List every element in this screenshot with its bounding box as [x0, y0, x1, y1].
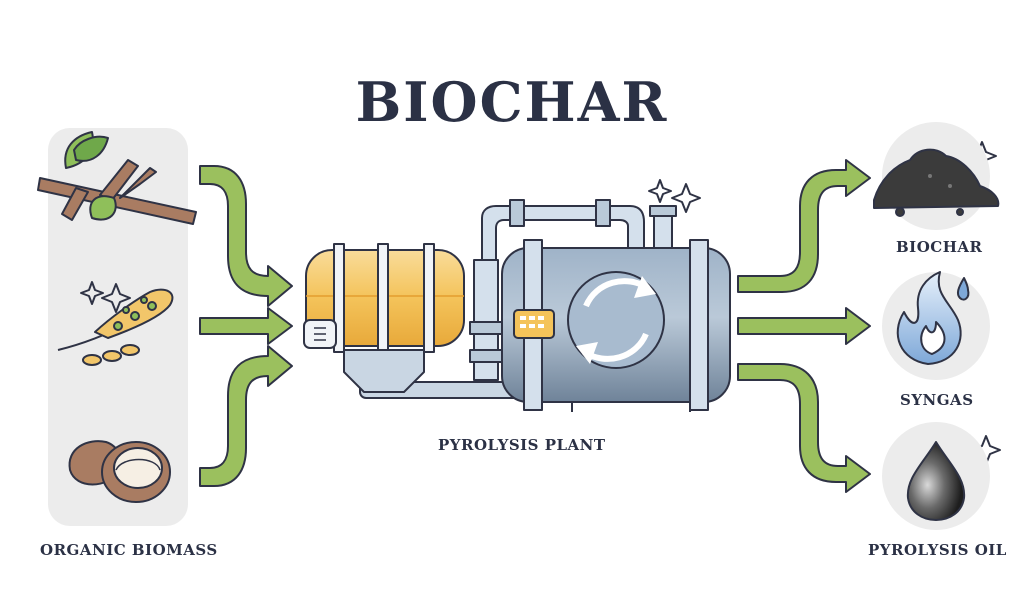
flame-icon	[896, 271, 970, 365]
input-arrow-top	[199, 165, 293, 307]
syngas-output-label: SYNGAS	[900, 391, 974, 409]
pyrolysis-plant-illustration	[303, 199, 731, 412]
output-arrow-bottom	[737, 363, 871, 493]
pyrolysis-oil-label: PYROLYSIS OIL	[868, 541, 1007, 559]
output-arrow-middle	[737, 307, 871, 345]
branch-icon	[37, 131, 197, 225]
output-arrow-top	[737, 159, 871, 293]
coconut-icon	[68, 440, 171, 503]
input-arrow-bottom	[199, 345, 293, 487]
oil-drop-icon	[906, 441, 966, 521]
biochar-output-label: BIOCHAR	[896, 238, 983, 256]
organic-biomass-label: ORGANIC BIOMASS	[40, 541, 218, 559]
hopper-funnel	[343, 349, 425, 393]
input-arrow-middle	[199, 307, 293, 345]
pyrolysis-plant-label: PYROLYSIS PLANT	[438, 436, 606, 454]
wheat-seeds-icon	[57, 288, 174, 366]
coal-pile-icon	[873, 148, 1000, 217]
page-title: BIOCHAR	[355, 70, 669, 134]
